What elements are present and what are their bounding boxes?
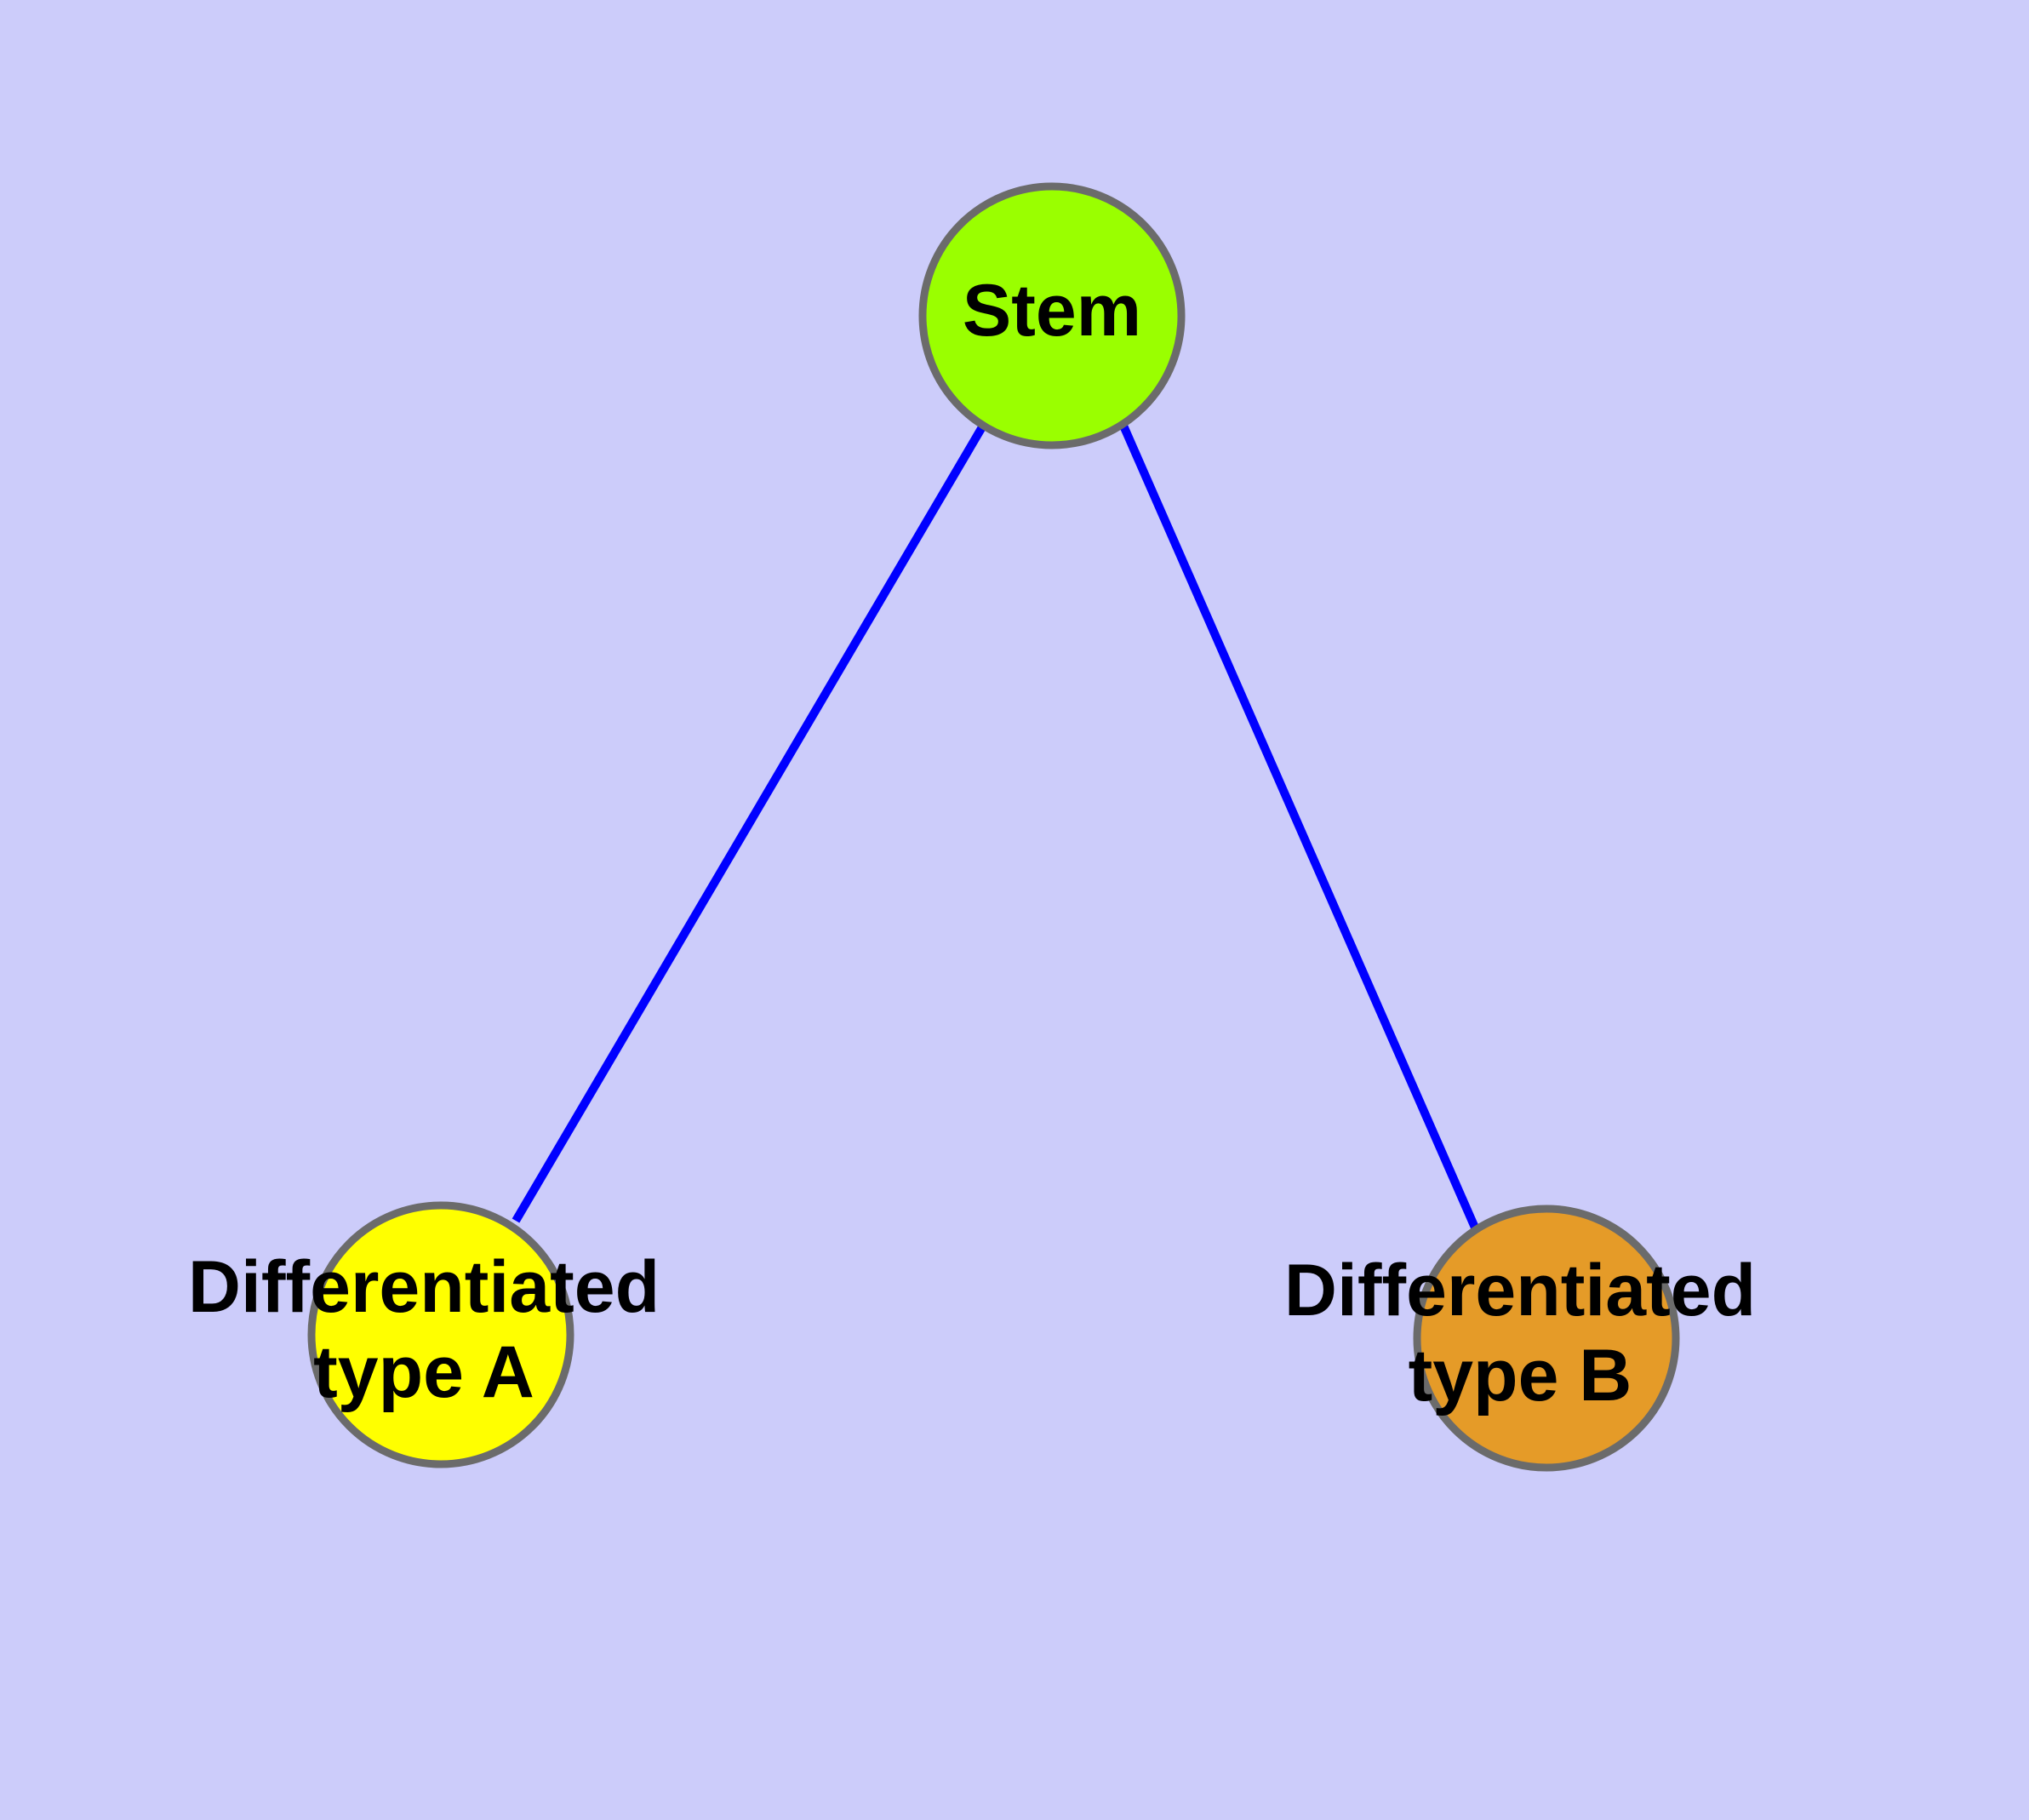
node-label-line: Differentiated bbox=[188, 1246, 660, 1328]
node-stem[interactable] bbox=[918, 182, 1186, 449]
node-label-line: Stem bbox=[963, 270, 1141, 352]
node-label-line: Differentiated bbox=[1284, 1250, 1756, 1331]
node-stem-circle[interactable] bbox=[918, 182, 1186, 449]
node-label-stem: Stem bbox=[963, 270, 1141, 352]
edge-stem-to-differentiated-type-a[interactable] bbox=[512, 423, 987, 1223]
node-differentiated-type-b[interactable] bbox=[1413, 1205, 1680, 1472]
edge-stem-to-differentiated-type-b[interactable] bbox=[1119, 423, 1479, 1230]
node-layer bbox=[307, 182, 1680, 1472]
node-label-line: type B bbox=[1409, 1335, 1632, 1417]
node-differentiated-type-a[interactable] bbox=[307, 1201, 574, 1468]
edge-layer bbox=[512, 423, 1479, 1230]
node-differentiated-type-a-circle[interactable] bbox=[307, 1201, 574, 1468]
node-differentiated-type-b-circle[interactable] bbox=[1413, 1205, 1680, 1472]
node-label-line: type A bbox=[313, 1331, 534, 1413]
